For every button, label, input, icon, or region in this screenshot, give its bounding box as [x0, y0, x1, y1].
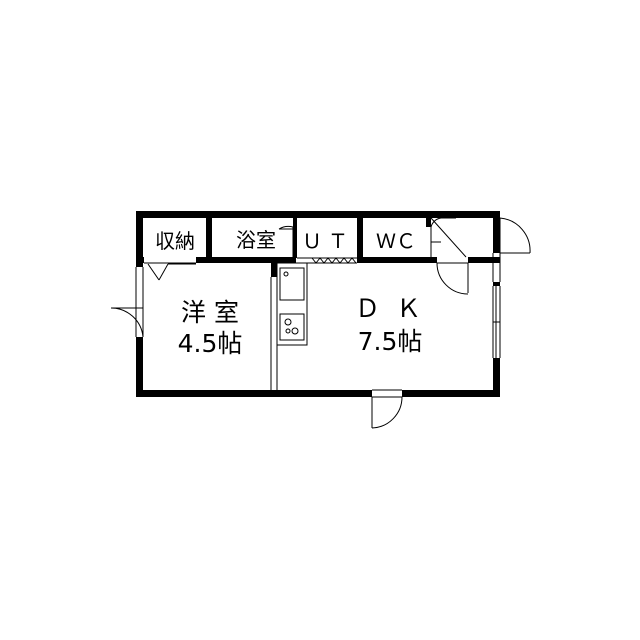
door-toilet — [430, 217, 467, 258]
sink-icon — [279, 267, 305, 301]
room-labels: 収納 浴室 ＵＴ ＷＣ 洋 室 4.5帖 Ｄ Ｋ 7.5帖 — [155, 228, 425, 358]
thin-walls — [270, 257, 357, 390]
label-western-room-size: 4.5帖 — [178, 329, 243, 358]
label-toilet: ＷＣ — [376, 229, 416, 253]
kitchen-counter — [276, 262, 308, 346]
door-western-room — [110, 267, 144, 338]
label-dining-kitchen: Ｄ Ｋ — [355, 294, 425, 323]
window-right — [492, 286, 501, 358]
door-bathroom — [278, 225, 294, 258]
door-dk-upper — [436, 262, 469, 295]
exterior-walls — [136, 211, 500, 397]
label-western-room: 洋 室 — [181, 298, 239, 327]
door-storage — [144, 262, 196, 281]
label-bathroom: 浴室 — [236, 228, 276, 252]
door-bottom — [371, 389, 403, 429]
door-entrance — [492, 217, 531, 282]
label-utility: ＵＴ — [302, 229, 354, 253]
label-dining-kitchen-size: 7.5帖 — [358, 327, 423, 356]
utility-hatch — [311, 257, 357, 264]
stove-icon — [279, 313, 305, 341]
label-storage: 収納 — [155, 229, 195, 253]
interior-walls — [136, 211, 500, 277]
